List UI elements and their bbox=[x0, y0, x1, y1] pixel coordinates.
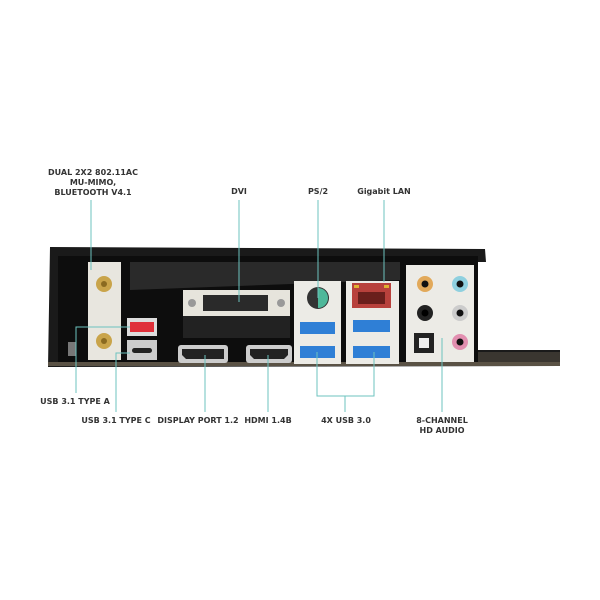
label-wifi: DUAL 2X2 802.11AC MU-MIMO, BLUETOOTH V4.… bbox=[48, 168, 138, 198]
antenna-connector-icon bbox=[96, 333, 112, 349]
label-audio: 8-CHANNEL HD AUDIO bbox=[416, 416, 468, 436]
label-usb31-type-a: USB 3.1 TYPE A bbox=[40, 397, 110, 406]
label-usb30: 4X USB 3.0 bbox=[321, 416, 371, 425]
label-displayport: DISPLAY PORT 1.2 bbox=[157, 416, 239, 425]
label-ps2: PS/2 bbox=[307, 187, 329, 196]
label-gigabit-lan: Gigabit LAN bbox=[357, 187, 411, 196]
label-audio-line: HD AUDIO bbox=[419, 426, 465, 435]
usb30-port bbox=[353, 346, 390, 358]
usb30-port bbox=[353, 320, 390, 332]
label-wifi-line: DUAL 2X2 802.11AC bbox=[48, 168, 138, 177]
label-audio-line: 8-CHANNEL bbox=[416, 416, 468, 425]
antenna-connector-icon bbox=[96, 276, 112, 292]
leader-lines bbox=[75, 200, 443, 412]
label-hdmi: HDMI 1.4B bbox=[244, 416, 292, 425]
usb30-port bbox=[300, 322, 335, 334]
label-wifi-line: BLUETOOTH V4.1 bbox=[54, 188, 132, 197]
label-dvi: DVI bbox=[231, 187, 247, 196]
label-usb31-type-c: USB 3.1 TYPE C bbox=[81, 416, 151, 425]
label-wifi-line: MU-MIMO, bbox=[69, 178, 117, 187]
